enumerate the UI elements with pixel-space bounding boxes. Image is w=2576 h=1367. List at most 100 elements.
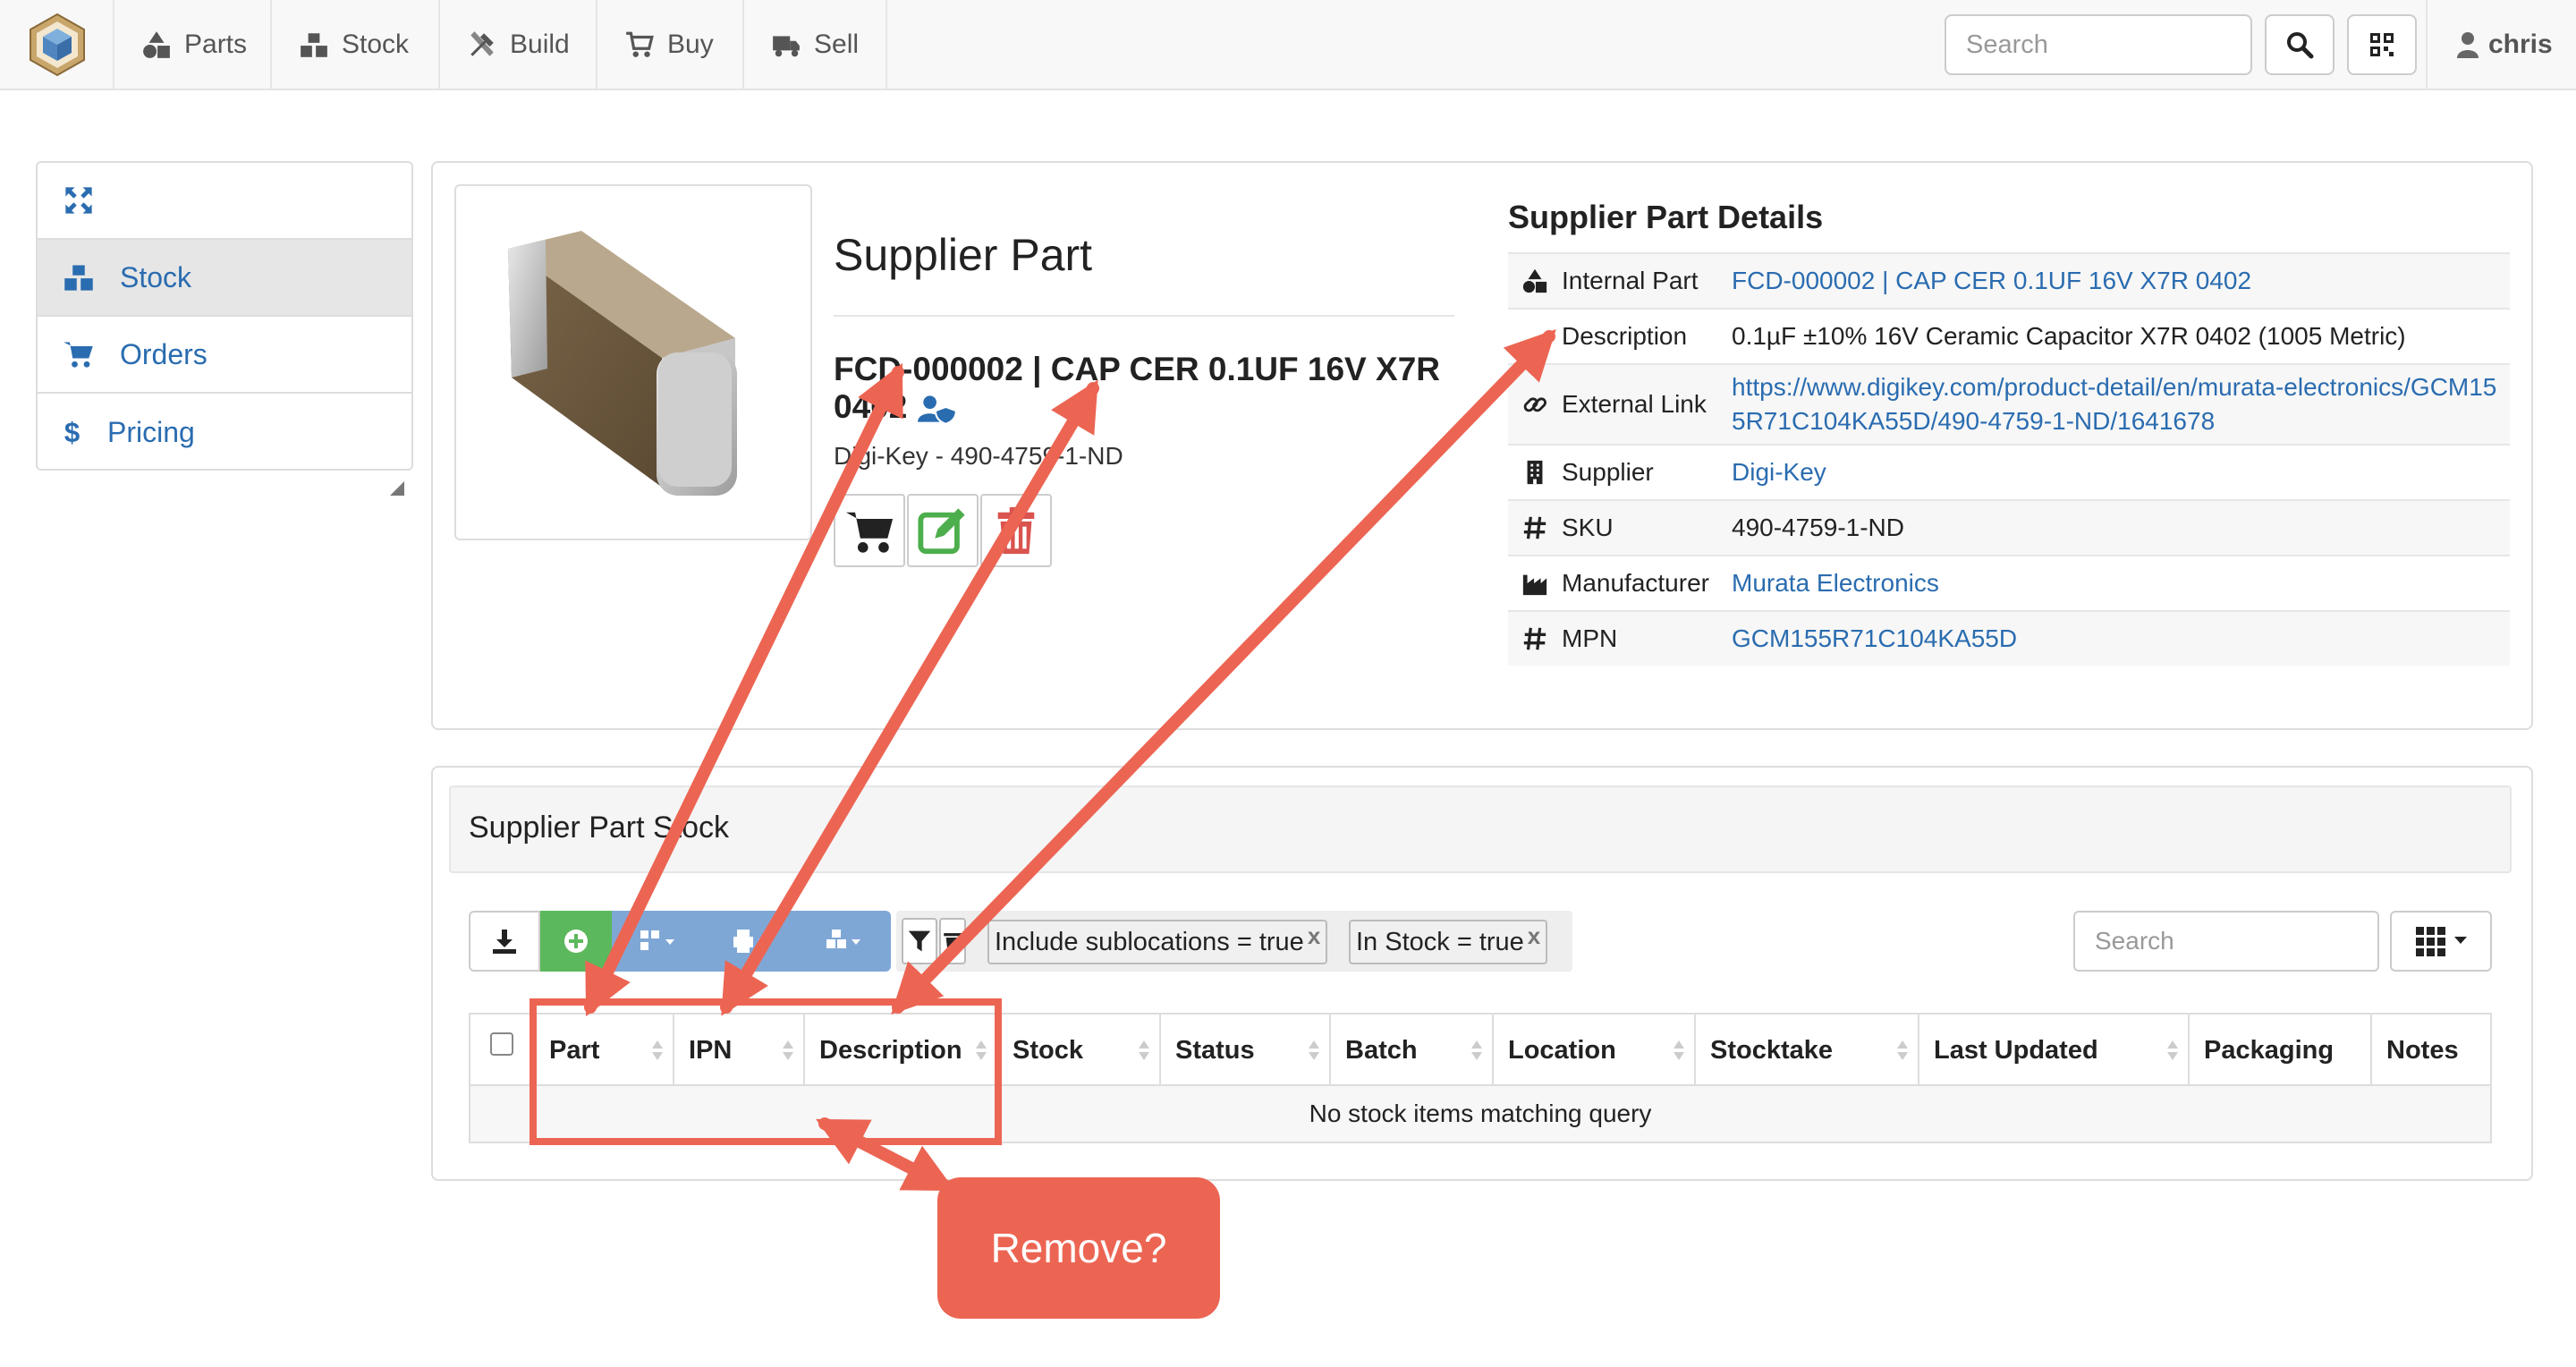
sidebar-item-orders[interactable]: Orders [38, 317, 411, 394]
column-header-last-updated[interactable]: Last Updated [1918, 1015, 2188, 1086]
column-header-ipn[interactable]: IPN [673, 1015, 803, 1086]
user-shield-icon[interactable] [917, 394, 958, 426]
boxes-icon [64, 265, 93, 291]
part-thumbnail[interactable] [454, 184, 812, 540]
close-icon[interactable]: x [1307, 921, 1321, 949]
sidebar-item-label: Pricing [107, 415, 195, 448]
edit-part-button[interactable] [907, 494, 979, 567]
table-header: Part IPN Description Stock Status Batch … [470, 1015, 2490, 1086]
download-button[interactable] [469, 911, 540, 972]
filter-icon [908, 930, 931, 952]
select-all-cell [470, 1015, 533, 1086]
industry-icon [1522, 574, 1547, 596]
internal-part-link[interactable]: FCD-000002 | CAP CER 0.1UF 16V X7R 0402 [1732, 267, 2252, 294]
filter-chip-in-stock[interactable]: In Stock = true x [1349, 920, 1548, 964]
table-search-input[interactable]: Search [2073, 911, 2379, 972]
column-selector-button[interactable] [2390, 911, 2492, 972]
edit-icon [918, 508, 965, 555]
filter-chip-label: In Stock = true [1356, 927, 1524, 956]
column-label: Location [1508, 1035, 1616, 1065]
barcode-scan-button[interactable] [2347, 14, 2417, 75]
sort-icon [976, 1040, 987, 1060]
column-label: Part [549, 1035, 600, 1065]
top-navbar: Parts Stock Build Buy Sell Search chris [0, 0, 2576, 90]
nav-buy[interactable]: Buy [596, 0, 741, 89]
column-header-location[interactable]: Location [1492, 1015, 1694, 1086]
stock-actions-dropdown[interactable] [798, 911, 891, 972]
nav-stock[interactable]: Stock [270, 0, 436, 89]
stock-panel-header [449, 785, 2512, 873]
grid-icon [2416, 927, 2445, 956]
print-icon [733, 930, 767, 953]
cart-icon [64, 342, 93, 368]
column-header-stocktake[interactable]: Stocktake [1694, 1015, 1918, 1086]
building-icon [1527, 460, 1543, 485]
truck-icon [773, 35, 800, 56]
qrcode-icon [640, 930, 674, 950]
title-divider [834, 315, 1454, 317]
sidebar-item-pricing[interactable]: $ Pricing [38, 394, 411, 471]
external-link[interactable]: https://www.digikey.com/product-detail/e… [1732, 373, 2497, 435]
sidebar: Stock Orders $ Pricing [36, 161, 413, 471]
filter-chip-sublocations[interactable]: Include sublocations = true x [987, 920, 1328, 964]
nav-parts-label: Parts [184, 29, 248, 59]
empty-table-message: No stock items matching query [470, 1086, 2490, 1142]
column-header-description[interactable]: Description [803, 1015, 996, 1086]
supplier-link[interactable]: Digi-Key [1732, 458, 1826, 486]
nav-sell-label: Sell [814, 29, 860, 59]
nav-parts[interactable]: Parts [113, 0, 274, 89]
inventree-logo[interactable] [25, 11, 89, 79]
sort-icon [1674, 1040, 1684, 1060]
boxes-icon [826, 930, 860, 948]
filter-chip-label: Include sublocations = true [995, 927, 1304, 956]
navbar-search-input[interactable]: Search [1945, 14, 2252, 75]
column-header-batch[interactable]: Batch [1329, 1015, 1492, 1086]
filter-button[interactable] [902, 918, 937, 964]
column-label: Stock [1013, 1035, 1083, 1065]
detail-row-internal-part: Internal Part FCD-000002 | CAP CER 0.1UF… [1508, 252, 2510, 308]
add-stock-button[interactable] [540, 911, 612, 972]
sort-icon [1139, 1040, 1149, 1060]
search-icon [2287, 32, 2314, 59]
manufacturer-link[interactable]: Murata Electronics [1732, 569, 1939, 597]
mpn-link[interactable]: GCM155R71C104KA55D [1732, 624, 2018, 652]
stock-panel-title: Supplier Part Stock [469, 811, 730, 845]
stock-table: Part IPN Description Stock Status Batch … [469, 1013, 2492, 1143]
detail-label: MPN [1562, 624, 1618, 652]
sort-icon [783, 1040, 793, 1060]
user-menu[interactable]: chris [2456, 0, 2553, 89]
nav-build[interactable]: Build [438, 0, 597, 89]
navbar-search-button[interactable] [2265, 14, 2334, 75]
column-header-packaging[interactable]: Packaging [2188, 1015, 2370, 1086]
sidebar-toggle[interactable] [38, 163, 411, 240]
download-icon [493, 930, 516, 954]
hash-icon [1523, 516, 1546, 539]
close-icon[interactable]: x [1527, 921, 1541, 949]
nav-sell[interactable]: Sell [742, 0, 888, 89]
column-header-notes[interactable]: Notes [2370, 1015, 2490, 1086]
sidebar-item-stock[interactable]: Stock [38, 240, 411, 317]
print-actions-dropdown[interactable] [705, 911, 798, 972]
detail-label: Supplier [1562, 458, 1654, 486]
detail-row-mpn: MPN GCM155R71C104KA55D [1508, 610, 2510, 666]
sidebar-item-label: Stock [120, 260, 192, 293]
boxes-icon [301, 32, 327, 57]
nav-stock-label: Stock [342, 29, 410, 59]
barcode-actions-dropdown[interactable] [612, 911, 705, 972]
order-part-button[interactable] [834, 494, 905, 567]
detail-label: Internal Part [1562, 267, 1699, 294]
select-all-checkbox[interactable] [490, 1032, 513, 1056]
detail-row-sku: SKU 490-4759-1-ND [1508, 499, 2510, 555]
shapes-icon [1522, 268, 1547, 293]
caret-down-icon [2454, 937, 2467, 944]
column-header-stock[interactable]: Stock [996, 1015, 1159, 1086]
column-header-status[interactable]: Status [1159, 1015, 1329, 1086]
column-header-part[interactable]: Part [533, 1015, 673, 1086]
user-name: chris [2488, 29, 2553, 59]
svg-text:$: $ [64, 417, 80, 448]
clear-filters-button[interactable] [939, 918, 966, 964]
sidebar-resize-handle[interactable] [390, 481, 404, 496]
column-label: Packaging [2204, 1035, 2334, 1065]
column-label: Last Updated [1934, 1035, 2098, 1065]
delete-part-button[interactable] [980, 494, 1052, 567]
